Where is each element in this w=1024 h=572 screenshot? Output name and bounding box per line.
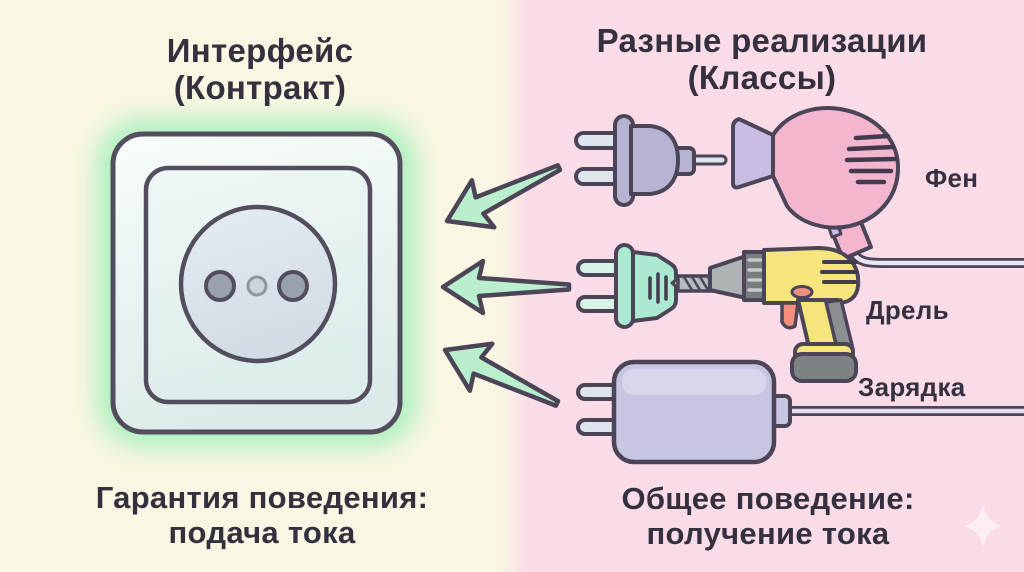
plug-face [614, 243, 635, 329]
hair-dryer-icon [731, 106, 1024, 268]
drill-collar-ribs [747, 258, 763, 292]
charger-highlight [622, 369, 766, 395]
left-caption-line2: подача тока [168, 515, 356, 551]
socket-center-pin [246, 275, 268, 297]
right-caption: Общее поведение: получение тока [588, 481, 948, 551]
drill-icon [670, 246, 861, 383]
drill-chuck [708, 254, 748, 300]
arrow-top-icon [444, 163, 563, 230]
arrow-bottom-icon [442, 341, 561, 408]
right-caption-line2: получение тока [646, 516, 890, 552]
power-socket-icon [96, 118, 418, 448]
plug-slits [648, 272, 668, 304]
drill-battery [790, 352, 858, 383]
left-title: Интерфейс (Контракт) [100, 32, 420, 107]
plug-body [629, 124, 680, 196]
arrow-middle-icon [440, 258, 572, 316]
hair-dryer-body [771, 106, 901, 230]
socket-hole-left [204, 270, 236, 302]
hair-dryer-nozzle [731, 117, 775, 190]
drill-label: Дрель [866, 295, 949, 325]
drill-vents [820, 260, 859, 284]
charger-icon [576, 359, 1024, 465]
plug-middle-icon [576, 243, 678, 329]
plug-body [631, 250, 678, 323]
charger-label: Зарядка [858, 372, 966, 402]
plug-top-icon [574, 114, 728, 207]
drill-button [790, 285, 814, 299]
right-caption-line1: Общее поведение: [621, 481, 915, 516]
left-caption-line1: Гарантия поведения: [95, 480, 429, 515]
right-title: Разные реализации (Классы) [580, 22, 944, 97]
hair-dryer-cord-fill [853, 253, 1024, 266]
left-caption: Гарантия поведения: подача тока [80, 480, 444, 550]
left-title-line2: (Контракт) [173, 69, 347, 107]
right-title-line1: Разные реализации [596, 22, 928, 59]
hair-dryer-label: Фен [925, 163, 979, 193]
drill-trigger [780, 301, 800, 330]
sparkle-icon [964, 504, 1002, 548]
hair-dryer-vents [844, 133, 898, 185]
socket-hole-right [277, 270, 309, 302]
left-title-line1: Интерфейс [166, 32, 354, 69]
right-title-line2: (Классы) [687, 59, 837, 97]
